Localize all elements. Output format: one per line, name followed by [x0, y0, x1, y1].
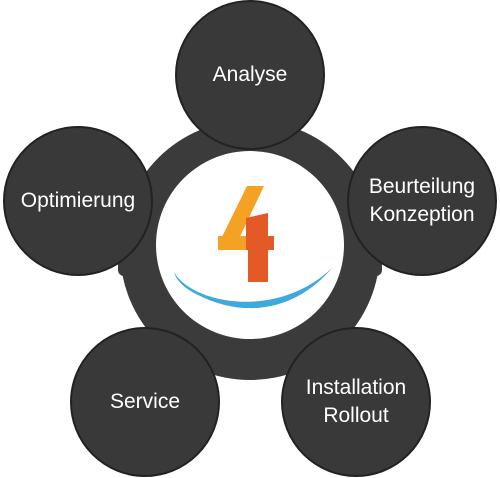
node-optimierung-label: Optimierung	[21, 187, 135, 215]
logo-swoosh-icon	[174, 268, 332, 309]
node-optimierung-line-1: Optimierung	[20, 189, 136, 212]
node-beurteilung-line-1: Beurteilung	[368, 175, 476, 198]
logo-four-diagonal-icon	[218, 186, 264, 245]
node-service-label: Service	[110, 388, 180, 416]
node-optimierung: Optimierung	[3, 126, 153, 276]
node-beurteilung-label: Beurteilung Konzeption	[369, 173, 475, 229]
node-beurteilung-line-2: Konzeption	[369, 203, 475, 226]
node-service: Service	[70, 327, 220, 477]
logo-four-stem-icon	[246, 213, 274, 282]
brand-logo	[174, 186, 332, 309]
node-analyse-line-1: Analyse	[212, 63, 288, 86]
node-installation-line-1: Installation	[305, 376, 407, 399]
node-installation-label: Installation Rollout	[306, 374, 406, 430]
node-service-line-1: Service	[109, 390, 181, 413]
node-analyse: Analyse	[175, 0, 325, 150]
node-analyse-label: Analyse	[213, 61, 288, 89]
node-installation-line-2: Rollout	[323, 404, 389, 427]
node-installation-rollout: Installation Rollout	[281, 327, 431, 477]
node-beurteilung-konzeption: Beurteilung Konzeption	[347, 126, 497, 276]
